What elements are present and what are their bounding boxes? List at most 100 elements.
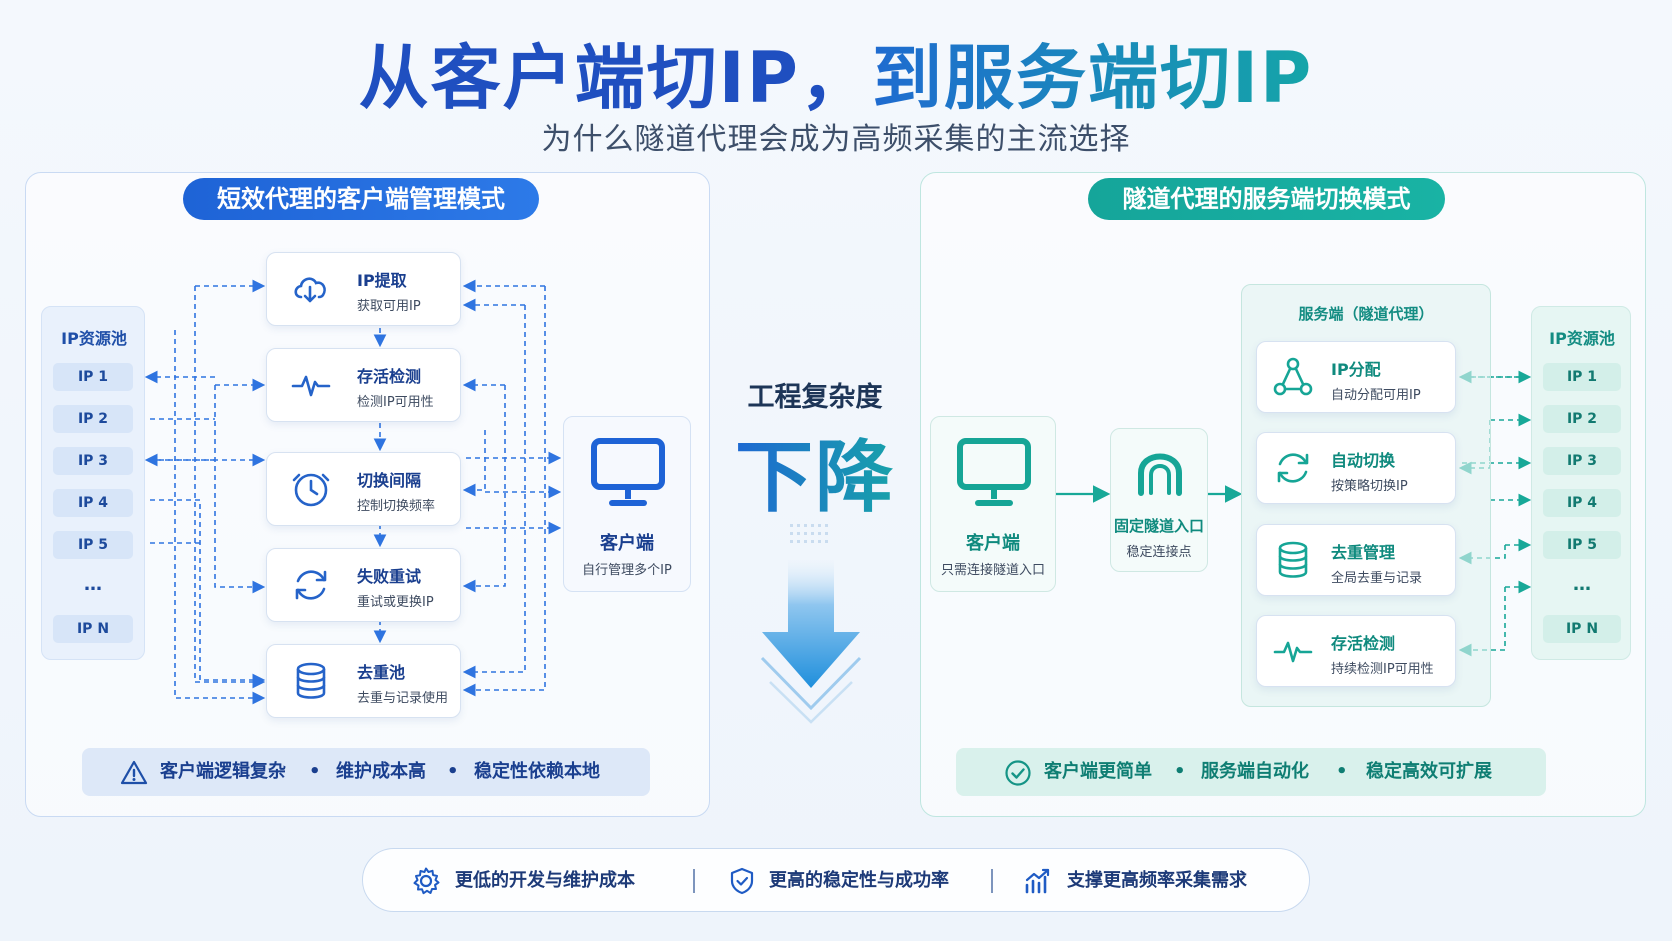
check-circle-icon xyxy=(1005,760,1031,786)
step-title: 自动切换 xyxy=(1331,451,1396,470)
main-title: 从客户端切IP，到服务端切IP xyxy=(0,22,1672,123)
left-pool-item: IP N xyxy=(53,615,133,643)
complexity-label: 工程复杂度 xyxy=(747,382,883,413)
warning-icon xyxy=(120,760,148,785)
entry-desc: 稳定连接点 xyxy=(1126,545,1192,560)
right-client-node: 客户端 只需连接隧道入口 xyxy=(930,416,1056,592)
right-pool-item: IP N xyxy=(1543,615,1621,643)
left-pool-item: IP 2 xyxy=(53,405,133,433)
right-step-auto-switch: 自动切换 按策略切换IP xyxy=(1256,432,1456,504)
clock-icon xyxy=(292,473,330,507)
right-pool-item: IP 1 xyxy=(1543,363,1621,391)
left-pool-item: IP 5 xyxy=(53,531,133,559)
step-title: 切换间隔 xyxy=(357,471,422,490)
right-ip-pool: IP资源池 IP 1 IP 2 IP 3 IP 4 IP 5 … IP N xyxy=(1531,306,1631,660)
footer-item: 支撑更高频率采集需求 xyxy=(1067,870,1247,891)
left-summary-bar: 客户端逻辑复杂 • 维护成本高 • 稳定性依赖本地 xyxy=(82,748,650,796)
right-step-ip-allocation: IP分配 自动分配可用IP xyxy=(1256,341,1456,413)
tunnel-icon xyxy=(1138,453,1182,496)
right-step-liveness-check: 存活检测 持续检测IP可用性 xyxy=(1256,615,1456,687)
right-mode-pill: 隧道代理的服务端切换模式 xyxy=(1088,178,1445,220)
client-title: 客户端 xyxy=(966,533,1020,554)
right-pool-ellipsis: … xyxy=(1573,574,1591,595)
left-step-liveness-check: 存活检测 检测IP可用性 xyxy=(266,348,461,422)
left-step-retry: 失败重试 重试或更换IP xyxy=(266,548,461,622)
tunnel-entry-node: 固定隧道入口 稳定连接点 xyxy=(1110,428,1208,572)
footer-item: 更低的开发与维护成本 xyxy=(455,870,635,891)
right-pool-item: IP 3 xyxy=(1543,447,1621,475)
monitor-icon xyxy=(957,438,1031,506)
step-title: 存活检测 xyxy=(357,367,422,386)
left-connectors xyxy=(144,279,562,705)
left-summary-item: 维护成本高 xyxy=(336,761,426,782)
left-step-dedup-pool: 去重池 去重与记录使用 xyxy=(266,644,461,718)
separator-dot: • xyxy=(1336,761,1348,782)
client-title: 客户端 xyxy=(600,533,654,554)
step-title: IP分配 xyxy=(1331,360,1381,379)
cloud-download-icon xyxy=(294,277,326,303)
pulse-icon xyxy=(291,375,331,397)
title-part-server: 到服务端切IP xyxy=(872,37,1314,119)
network-icon xyxy=(1273,357,1313,396)
step-desc: 自动分配可用IP xyxy=(1331,388,1421,403)
complexity-down-arrow xyxy=(760,524,862,724)
footer-separator xyxy=(991,869,993,893)
left-ip-pool: IP资源池 IP 1 IP 2 IP 3 IP 4 IP 5 … IP N xyxy=(41,306,145,660)
title-part-client: 从客户端切IP， xyxy=(358,37,872,119)
left-pool-item: IP 4 xyxy=(53,489,133,517)
refresh-icon xyxy=(295,570,327,600)
left-pool-ellipsis: … xyxy=(84,574,102,595)
complexity-value: 下降 xyxy=(720,415,910,527)
right-pool-item: IP 5 xyxy=(1543,531,1621,559)
left-step-ip-fetch: IP提取 获取可用IP xyxy=(266,252,461,326)
refresh-icon xyxy=(1277,453,1309,483)
client-desc: 自行管理多个IP xyxy=(582,563,672,578)
right-summary-item: 客户端更简单 xyxy=(1044,761,1152,782)
right-summary-item: 稳定高效可扩展 xyxy=(1366,761,1492,782)
footer-item: 更高的稳定性与成功率 xyxy=(769,870,949,891)
server-title: 服务端（隧道代理） xyxy=(1298,305,1434,323)
right-pool-title: IP资源池 xyxy=(1549,329,1615,348)
left-summary-item: 稳定性依赖本地 xyxy=(474,761,600,782)
step-title: 去重池 xyxy=(357,663,406,682)
entry-title: 固定隧道入口 xyxy=(1113,517,1204,535)
step-desc: 全局去重与记录 xyxy=(1331,571,1423,586)
benefits-footer: 更低的开发与维护成本 更高的稳定性与成功率 支撑更高频率采集需求 xyxy=(362,848,1310,912)
separator-dot: • xyxy=(309,761,321,782)
step-desc: 重试或更换IP xyxy=(357,595,434,610)
left-mode-pill: 短效代理的客户端管理模式 xyxy=(183,178,539,220)
monitor-icon xyxy=(591,438,665,506)
left-client-node: 客户端 自行管理多个IP xyxy=(563,416,691,592)
right-pool-item: IP 4 xyxy=(1543,489,1621,517)
right-step-dedup-management: 去重管理 全局去重与记录 xyxy=(1256,524,1456,596)
database-icon xyxy=(1278,541,1308,578)
trend-chart-icon xyxy=(1025,868,1050,894)
right-summary-item: 服务端自动化 xyxy=(1201,761,1309,782)
step-desc: 检测IP可用性 xyxy=(357,395,434,410)
pulse-icon xyxy=(1273,641,1313,663)
footer-separator xyxy=(693,869,695,893)
left-pool-item: IP 3 xyxy=(53,447,133,475)
step-title: 失败重试 xyxy=(357,567,422,586)
step-desc: 去重与记录使用 xyxy=(357,691,449,706)
client-desc: 只需连接隧道入口 xyxy=(940,563,1045,578)
left-step-switch-interval: 切换间隔 控制切换频率 xyxy=(266,452,461,526)
shield-check-icon xyxy=(730,867,754,895)
step-title: 去重管理 xyxy=(1331,543,1396,562)
separator-dot: • xyxy=(1174,761,1186,782)
gear-icon xyxy=(413,867,440,895)
step-desc: 按策略切换IP xyxy=(1331,479,1408,494)
left-summary-item: 客户端逻辑复杂 xyxy=(160,761,286,782)
separator-dot: • xyxy=(447,761,459,782)
subtitle: 为什么隧道代理会成为高频采集的主流选择 xyxy=(541,122,1131,157)
step-title: 存活检测 xyxy=(1331,634,1396,653)
right-summary-bar: 客户端更简单 • 服务端自动化 • 稳定高效可扩展 xyxy=(956,748,1546,796)
step-desc: 获取可用IP xyxy=(357,299,421,314)
step-desc: 持续检测IP可用性 xyxy=(1331,662,1434,677)
left-pool-item: IP 1 xyxy=(53,363,133,391)
right-pool-item: IP 2 xyxy=(1543,405,1621,433)
step-title: IP提取 xyxy=(357,271,407,290)
left-pool-title: IP资源池 xyxy=(61,329,127,348)
step-desc: 控制切换频率 xyxy=(357,499,436,514)
